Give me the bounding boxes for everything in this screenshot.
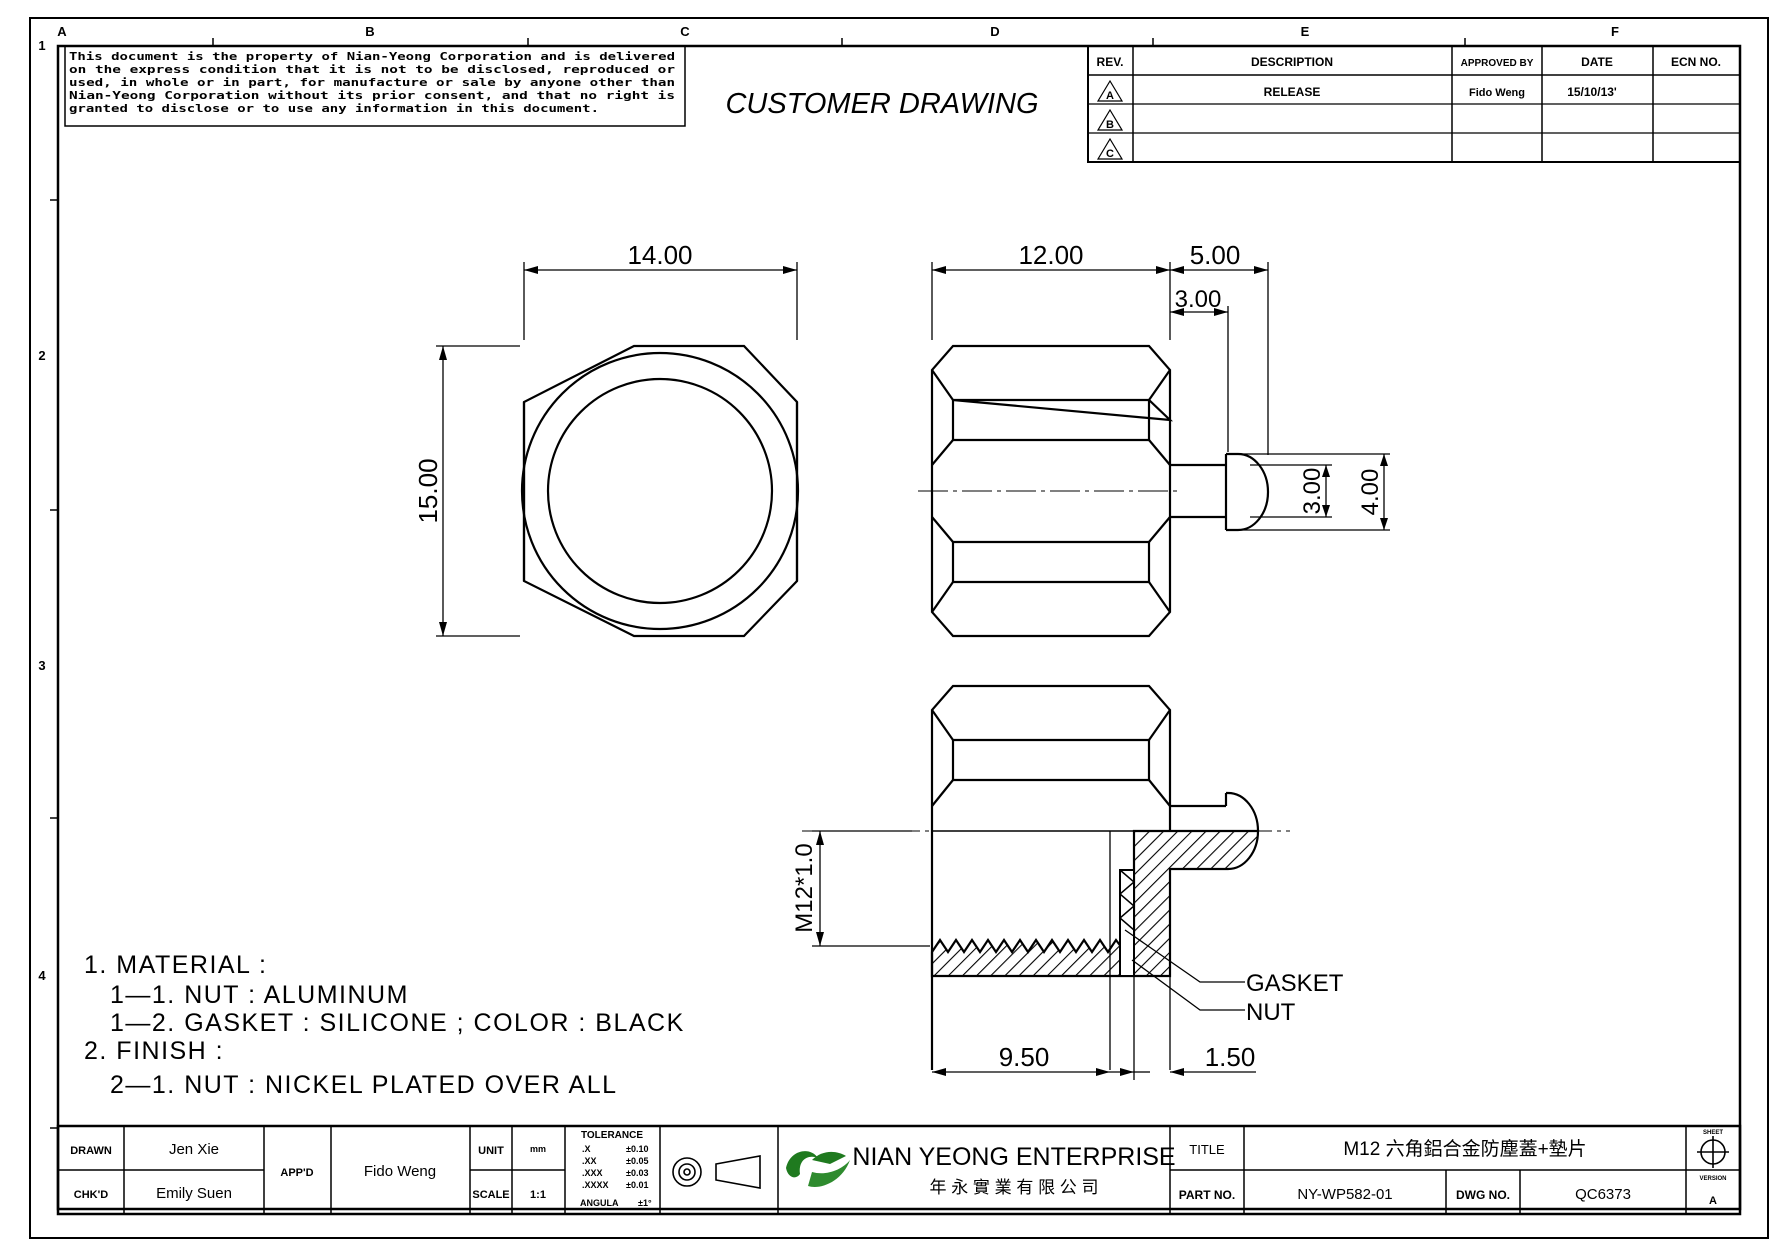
- tolerance-value: ±0.03: [626, 1168, 648, 1178]
- notice-line: on the express condition that it is not …: [69, 63, 675, 76]
- drawn-label: DRAWN: [70, 1145, 112, 1157]
- zone-col-e: E: [1301, 24, 1310, 39]
- company-logo: [786, 1151, 850, 1187]
- tolerance-label: .X: [582, 1144, 591, 1154]
- notice-line: used, in whole or in part, for manufactu…: [69, 76, 675, 89]
- dwg-no-value: QC6373: [1575, 1186, 1631, 1203]
- note-line: 1—2. GASKET : SILICONE ; COLOR : BLACK: [110, 1009, 685, 1037]
- note-line: 1—1. NUT : ALUMINUM: [110, 981, 409, 1009]
- rev-row-a-letter: A: [1106, 90, 1114, 102]
- dwg-no-label: DWG NO.: [1456, 1188, 1510, 1202]
- dim-side-stem: 3.00: [1175, 286, 1222, 313]
- outer-frame: [29, 17, 1769, 1239]
- rev-header-date: DATE: [1581, 55, 1613, 69]
- note-line: 2—1. NUT : NICKEL PLATED OVER ALL: [110, 1071, 618, 1099]
- callout-gasket: GASKET: [1246, 970, 1344, 997]
- front-view: [520, 344, 800, 638]
- unit-value: mm: [530, 1144, 546, 1154]
- checked-label: CHK'D: [74, 1189, 108, 1201]
- drawn-by: Jen Xie: [169, 1141, 219, 1158]
- rev-row-b-letter: B: [1106, 119, 1114, 131]
- zone-row-1: 1: [38, 38, 45, 53]
- company-name-cn: 年 永 實 業 有 限 公 司: [929, 1178, 1098, 1197]
- notice-box: [64, 45, 686, 127]
- inner-circle: [546, 377, 774, 605]
- tolerance-label: .XX: [582, 1156, 597, 1166]
- tolerance-title: TOLERANCE: [581, 1130, 643, 1141]
- tolerance-value: ±1°: [638, 1198, 652, 1208]
- tolerance-value: ±0.01: [626, 1180, 648, 1190]
- dim-section-thread: M12*1.0: [791, 843, 818, 932]
- title-label: TITLE: [1189, 1142, 1225, 1157]
- title-block: [56, 1124, 1742, 1216]
- dim-section-depth: 9.50: [999, 1042, 1050, 1072]
- version-label: VERSION: [1699, 1176, 1726, 1182]
- part-no-label: PART NO.: [1179, 1188, 1235, 1202]
- inner-frame: [56, 44, 1742, 1211]
- dim-side-dia-large: 4.00: [1357, 469, 1384, 516]
- sheet-symbol: [1697, 1136, 1729, 1168]
- rev-row-c-letter: C: [1106, 148, 1114, 160]
- rev-row-a-description: RELEASE: [1264, 85, 1321, 99]
- zone-col-f: F: [1611, 24, 1619, 39]
- note-line: 2. FINISH :: [84, 1037, 224, 1065]
- company-name: NIAN YEONG ENTERPRISE: [852, 1143, 1175, 1171]
- dim-side-total: 5.00: [1190, 240, 1241, 270]
- zone-row-4: 4: [38, 968, 46, 983]
- projection-symbol: [672, 1155, 761, 1189]
- version-value: A: [1709, 1195, 1717, 1207]
- unit-label: UNIT: [478, 1145, 504, 1157]
- notice-line: Nian-Yeong Corporation without its prior…: [69, 89, 675, 102]
- rev-header-ecn: ECN NO.: [1671, 55, 1721, 69]
- drawing-heading: CUSTOMER DRAWING: [725, 88, 1038, 120]
- rev-row-a-approved: Fido Weng: [1469, 87, 1525, 99]
- tolerance-value: ±0.10: [626, 1144, 648, 1154]
- approved-label: APP'D: [280, 1167, 313, 1179]
- rev-header-rev: REV.: [1097, 55, 1124, 69]
- dim-front-width: 14.00: [627, 240, 692, 270]
- zone-col-a: A: [57, 24, 67, 39]
- title-value: M12 六角鋁合金防塵蓋+墊片: [1343, 1138, 1586, 1160]
- side-view: [930, 344, 1270, 638]
- outer-circle: [520, 351, 800, 631]
- tolerance-label: .XXXX: [582, 1180, 609, 1190]
- checked-by: Emily Suen: [156, 1185, 232, 1202]
- sheet-label: SHEET: [1703, 1130, 1723, 1136]
- section-view: [930, 684, 1260, 1070]
- tolerance-value: ±0.05: [626, 1156, 648, 1166]
- dim-section-gasket: 1.50: [1205, 1042, 1256, 1072]
- rev-row-a-date: 15/10/13': [1567, 85, 1617, 99]
- dim-side-dia-small: 3.00: [1299, 468, 1326, 515]
- tolerance-label: .XXX: [582, 1168, 603, 1178]
- zone-col-c: C: [680, 24, 690, 39]
- zone-col-d: D: [990, 24, 999, 39]
- revision-table: [1087, 45, 1741, 163]
- part-no-value: NY-WP582-01: [1297, 1186, 1392, 1203]
- zone-row-3: 3: [38, 658, 45, 673]
- notice-line: This document is the property of Nian-Ye…: [69, 50, 675, 63]
- scale-label: SCALE: [472, 1189, 509, 1201]
- approved-by: Fido Weng: [364, 1163, 436, 1180]
- callout-nut: NUT: [1246, 999, 1296, 1026]
- dim-side-width: 12.00: [1018, 240, 1083, 270]
- rev-header-approved: APPROVED BY: [1461, 58, 1534, 69]
- dim-front-height: 15.00: [413, 458, 443, 523]
- tolerance-label: ANGULA: [580, 1198, 619, 1208]
- rev-header-description: DESCRIPTION: [1251, 55, 1333, 69]
- zone-row-2: 2: [38, 348, 45, 363]
- scale-value: 1:1: [530, 1189, 546, 1201]
- zone-col-b: B: [365, 24, 374, 39]
- notice-line: granted to disclose or to use any inform…: [69, 102, 599, 115]
- note-line: 1. MATERIAL :: [84, 951, 267, 979]
